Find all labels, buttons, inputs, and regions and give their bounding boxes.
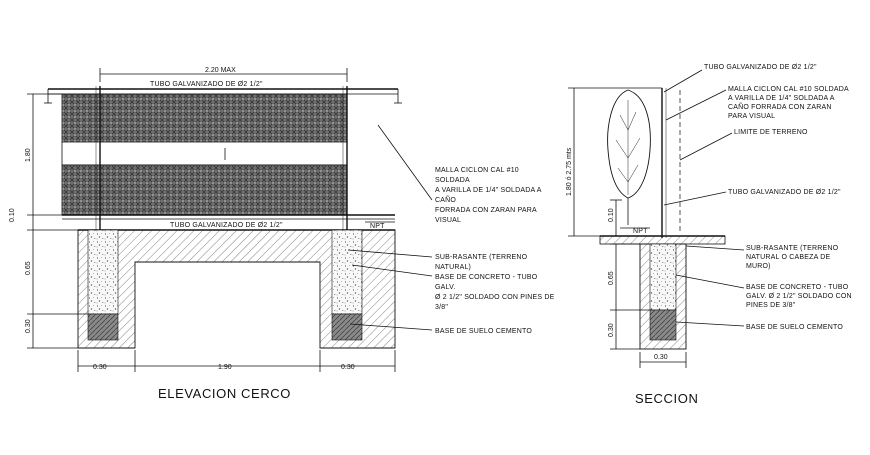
elevation-note-base-line: 3/8" (435, 304, 448, 311)
elevation-dim-top: 2.20 MAX (205, 67, 236, 74)
section-note-base-line: PINES DE 3/8" (746, 302, 796, 309)
elevation-note-suelo: BASE DE SUELO CEMENTO (435, 328, 532, 335)
section-note-subrasante: SUB-RASANTE (TERRENO NATURAL O CABEZA DE… (746, 245, 839, 270)
elevation-note-base-line: GALV. (435, 284, 455, 291)
section-dim-height: 1.80 ó 2.75 mts (566, 147, 573, 196)
section-note-base: BASE DE CONCRETO - TUBO GALV. Ø 2 1/2" S… (746, 284, 852, 309)
elevation-title: ELEVACION CERCO (158, 386, 291, 401)
elevation-note-base: BASE DE CONCRETO - TUBO GALV. Ø 2 1/2" S… (435, 274, 555, 311)
elevation-note-mesh: MALLA CICLON CAL #10 SOLDADA A VARILLA D… (435, 167, 542, 224)
section-npt-label: NPT (633, 228, 648, 235)
elevation-dim-030: 0.30 (25, 319, 32, 333)
elevation-note-mesh-line: A VARILLA DE 1/4" SOLDADA A (435, 187, 542, 194)
elevation-tube-top-label: TUBO GALVANIZADO DE Ø2 1/2" (150, 81, 263, 88)
section-note-tube-top: TUBO GALVANIZADO DE Ø2 1/2" (704, 64, 817, 71)
elevation-soilcement-left (87, 313, 119, 341)
section-note-mesh-line: CAÑO FORRADA CON ZARAN (728, 102, 832, 111)
section-note-limite: LIMITE DE TERRENO (734, 129, 808, 136)
elevation-concrete-right (331, 229, 363, 315)
elevation-note-mesh-line: MALLA CICLON CAL #10 (435, 167, 519, 174)
elevation-zaran-band (61, 141, 348, 166)
elevation-mesh-upper (61, 93, 348, 143)
elevation-note-mesh-line: VISUAL (435, 217, 461, 224)
elevation-dim-height: 1.80 (25, 148, 32, 162)
section-note-subrasante-line: MURO) (746, 263, 771, 270)
elevation-note-base-line: Ø 2 1/2" SOLDADO CON PINES DE (435, 294, 555, 301)
section-dim-065: 0.65 (608, 271, 615, 285)
section-dim-010: 0.10 (608, 208, 615, 222)
shrub-silhouette (607, 89, 651, 199)
elevation-dim-bottom-right: 0.30 (341, 364, 355, 371)
section-view: NPT 1.80 ó 2.75 mts 0.10 0.65 0.30 0.30 (566, 64, 852, 406)
elevation-dim-010: 0.10 (9, 208, 16, 222)
section-note-mesh-line: A VARILLA DE 1/4" SOLDADA A (728, 95, 835, 102)
elevation-footing (77, 229, 396, 349)
section-dim-030: 0.30 (608, 323, 615, 337)
section-dim-bottom: 0.30 (654, 354, 668, 361)
section-note-base-line: BASE DE CONCRETO - TUBO (746, 284, 849, 291)
elevation-dim-065: 0.65 (25, 261, 32, 275)
section-note-tube-low: TUBO GALVANIZADO DE Ø2 1/2" (728, 189, 841, 196)
elevation-note-base-line: BASE DE CONCRETO - TUBO (435, 274, 538, 281)
elevation-soilcement-right (331, 313, 363, 341)
elevation-dim-bottom-left: 0.30 (93, 364, 107, 371)
section-note-suelo: BASE DE SUELO CEMENTO (746, 324, 843, 331)
section-note-mesh-line: PARA VISUAL (728, 113, 775, 120)
section-note-mesh: MALLA CICLON CAL #10 SOLDADA A VARILLA D… (728, 86, 849, 120)
elevation-concrete-left (87, 229, 119, 315)
section-note-mesh-line: MALLA CICLON CAL #10 SOLDADA (728, 86, 849, 93)
elevation-view: 2.20 MAX TUBO GALVANIZADO DE Ø2 1/2" TUB… (9, 67, 555, 401)
elevation-note-mesh-line: SOLDADA (435, 177, 470, 184)
elevation-note-mesh-line: FORRADA CON ZARAN PARA (435, 207, 537, 214)
section-slab (599, 235, 726, 245)
elevation-npt-label: NPT (370, 223, 385, 230)
elevation-dim-bottom-mid: 1.90 (218, 364, 232, 371)
elevation-note-subrasante-line: SUB-RASANTE (TERRENO (435, 254, 528, 261)
elevation-note-subrasante: SUB-RASANTE (TERRENO NATURAL) (435, 254, 528, 271)
elevation-note-mesh-line: CAÑO (435, 195, 456, 204)
elevation-mesh-lower (61, 164, 348, 216)
elevation-tube-bottom-label: TUBO GALVANIZADO DE Ø2 1/2" (170, 222, 283, 229)
section-note-base-line: GALV. Ø 2 1/2" SOLDADO CON (746, 293, 852, 300)
section-concrete (649, 243, 677, 311)
section-note-subrasante-line: NATURAL O CABEZA DE (746, 254, 830, 261)
elevation-note-subrasante-line: NATURAL) (435, 264, 471, 271)
section-title: SECCION (635, 391, 698, 406)
section-soilcement (649, 309, 677, 341)
section-note-subrasante-line: SUB-RASANTE (TERRENO (746, 245, 839, 252)
